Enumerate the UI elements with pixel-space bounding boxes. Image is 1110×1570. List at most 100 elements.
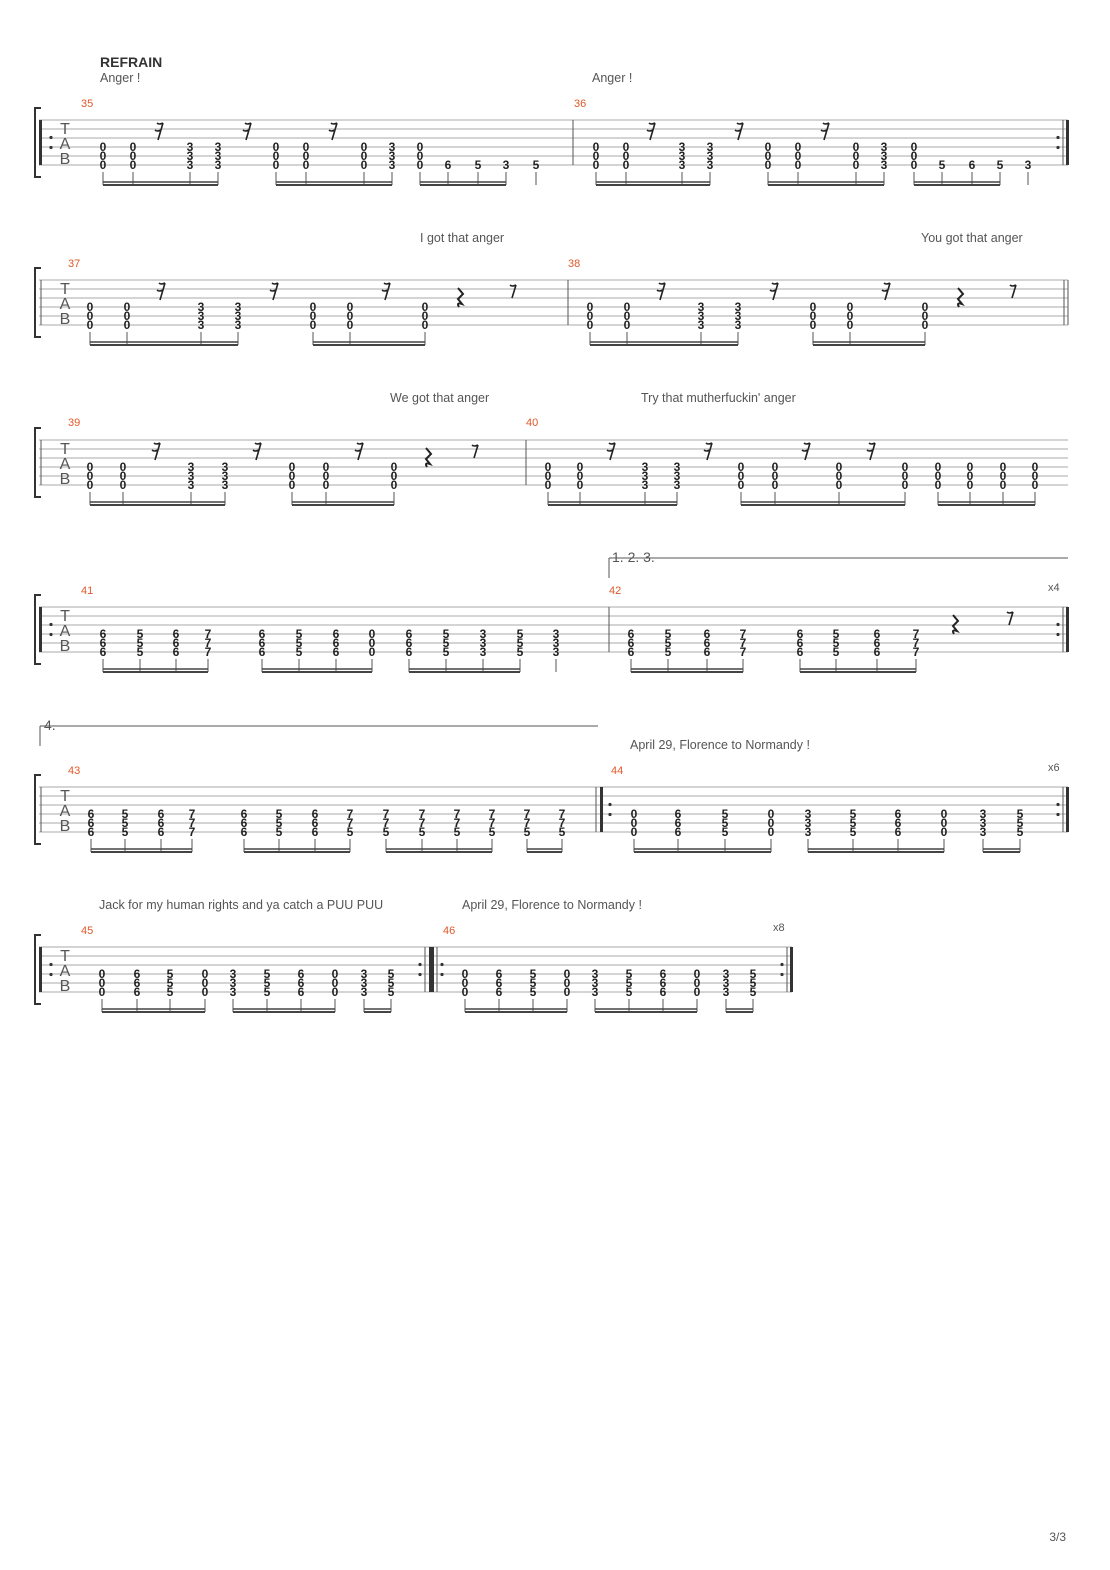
fret-number: 0 bbox=[738, 460, 745, 474]
sixteenth-rest bbox=[328, 122, 338, 141]
fret-number: 3 bbox=[707, 149, 714, 163]
fret-number: 6 bbox=[134, 976, 141, 990]
tab-clef-letter: T bbox=[60, 121, 70, 138]
tab-clef-letter: B bbox=[60, 638, 71, 655]
fret-number: 6 bbox=[675, 807, 682, 821]
fret-number: 0 bbox=[853, 158, 860, 172]
fret-number: 0 bbox=[545, 469, 552, 483]
fret-number: 7 bbox=[740, 627, 747, 641]
fret-number: 3 bbox=[188, 460, 195, 474]
fret-number: 0 bbox=[853, 140, 860, 154]
tab-clef-letter: A bbox=[60, 623, 71, 640]
sixteenth-rest bbox=[866, 442, 876, 461]
fret-number: 3 bbox=[698, 309, 705, 323]
fret-number: 0 bbox=[462, 976, 469, 990]
fret-number: 6 bbox=[259, 636, 266, 650]
fret-number: 3 bbox=[215, 140, 222, 154]
tab-clef-letter: T bbox=[60, 788, 70, 805]
fret-number: 5 bbox=[850, 816, 857, 830]
fret-number: 5 bbox=[850, 807, 857, 821]
fret-number: 0 bbox=[1000, 478, 1007, 492]
fret-number: 5 bbox=[167, 976, 174, 990]
fret-number: 0 bbox=[624, 309, 631, 323]
fret-number: 5 bbox=[722, 825, 729, 839]
fret-number: 6 bbox=[406, 636, 413, 650]
fret-number: 3 bbox=[881, 140, 888, 154]
fret-number: 6 bbox=[675, 816, 682, 830]
system-bracket bbox=[34, 774, 41, 845]
fret-number: 3 bbox=[674, 469, 681, 483]
fret-number: 5 bbox=[264, 967, 271, 981]
fret-number: 6 bbox=[88, 825, 95, 839]
fret-number: 0 bbox=[587, 309, 594, 323]
fret-number: 5 bbox=[347, 825, 354, 839]
fret-number: 5 bbox=[1017, 825, 1024, 839]
sixteenth-rest bbox=[734, 122, 744, 141]
fret-number: 0 bbox=[202, 967, 209, 981]
fret-number: 5 bbox=[665, 645, 672, 659]
fret-number: 5 bbox=[626, 976, 633, 990]
fret-number: 5 bbox=[665, 636, 672, 650]
fret-number: 0 bbox=[631, 816, 638, 830]
fret-number: 0 bbox=[941, 816, 948, 830]
fret-number: 5 bbox=[443, 636, 450, 650]
tab-clef-letter: B bbox=[60, 471, 71, 488]
fret-number: 0 bbox=[347, 318, 354, 332]
fret-number: 7 bbox=[489, 807, 496, 821]
fret-number: 0 bbox=[130, 158, 137, 172]
fret-number: 6 bbox=[660, 985, 667, 999]
fret-number: 5 bbox=[264, 985, 271, 999]
fret-number: 0 bbox=[87, 469, 94, 483]
tab-clef-letter: B bbox=[60, 818, 71, 835]
fret-number: 0 bbox=[623, 149, 630, 163]
fret-number: 0 bbox=[100, 158, 107, 172]
sixteenth-rest bbox=[252, 442, 262, 461]
fret-number: 6 bbox=[298, 967, 305, 981]
fret-number: 0 bbox=[310, 300, 317, 314]
fret-number: 6 bbox=[158, 807, 165, 821]
fret-number: 0 bbox=[417, 158, 424, 172]
fret-number: 3 bbox=[881, 149, 888, 163]
fret-number: 5 bbox=[296, 636, 303, 650]
fret-number: 0 bbox=[922, 318, 929, 332]
fret-number: 3 bbox=[881, 158, 888, 172]
fret-number: 0 bbox=[836, 460, 843, 474]
fret-number: 7 bbox=[489, 816, 496, 830]
fret-number: 0 bbox=[564, 967, 571, 981]
sixteenth-rest bbox=[820, 122, 830, 141]
tab-clef-letter: A bbox=[60, 136, 71, 153]
eighth-rest bbox=[509, 284, 517, 299]
fret-number: 3 bbox=[805, 825, 812, 839]
fret-number: 0 bbox=[922, 300, 929, 314]
repeat-dot bbox=[418, 962, 422, 967]
fret-number: 6 bbox=[100, 636, 107, 650]
fret-number: 5 bbox=[137, 636, 144, 650]
fret-number: 0 bbox=[772, 478, 779, 492]
fret-number: 5 bbox=[167, 967, 174, 981]
fret-number: 5 bbox=[533, 158, 540, 172]
repeat-count: x6 bbox=[1048, 762, 1060, 774]
tab-clef-letter: T bbox=[60, 948, 70, 965]
fret-number: 0 bbox=[273, 158, 280, 172]
fret-number: 0 bbox=[1032, 469, 1039, 483]
lyric: You got that anger bbox=[921, 231, 1023, 245]
fret-number: 0 bbox=[99, 976, 106, 990]
fret-number: 5 bbox=[296, 627, 303, 641]
fret-number: 6 bbox=[173, 636, 180, 650]
measure-number: 39 bbox=[68, 417, 81, 429]
fret-number: 0 bbox=[361, 158, 368, 172]
fret-number: 6 bbox=[797, 627, 804, 641]
fret-number: 7 bbox=[524, 807, 531, 821]
fret-number: 0 bbox=[631, 807, 638, 821]
sixteenth-rest bbox=[381, 282, 391, 301]
fret-number: 0 bbox=[935, 460, 942, 474]
fret-number: 6 bbox=[496, 985, 503, 999]
fret-number: 0 bbox=[967, 469, 974, 483]
tab-system: TAB0006665550003335556660003335550006665… bbox=[34, 934, 793, 1013]
repeat-count: x8 bbox=[773, 922, 785, 934]
fret-number: 0 bbox=[545, 478, 552, 492]
fret-number: 7 bbox=[383, 816, 390, 830]
fret-number: 3 bbox=[480, 645, 487, 659]
fret-number: 3 bbox=[188, 478, 195, 492]
fret-number: 0 bbox=[768, 807, 775, 821]
